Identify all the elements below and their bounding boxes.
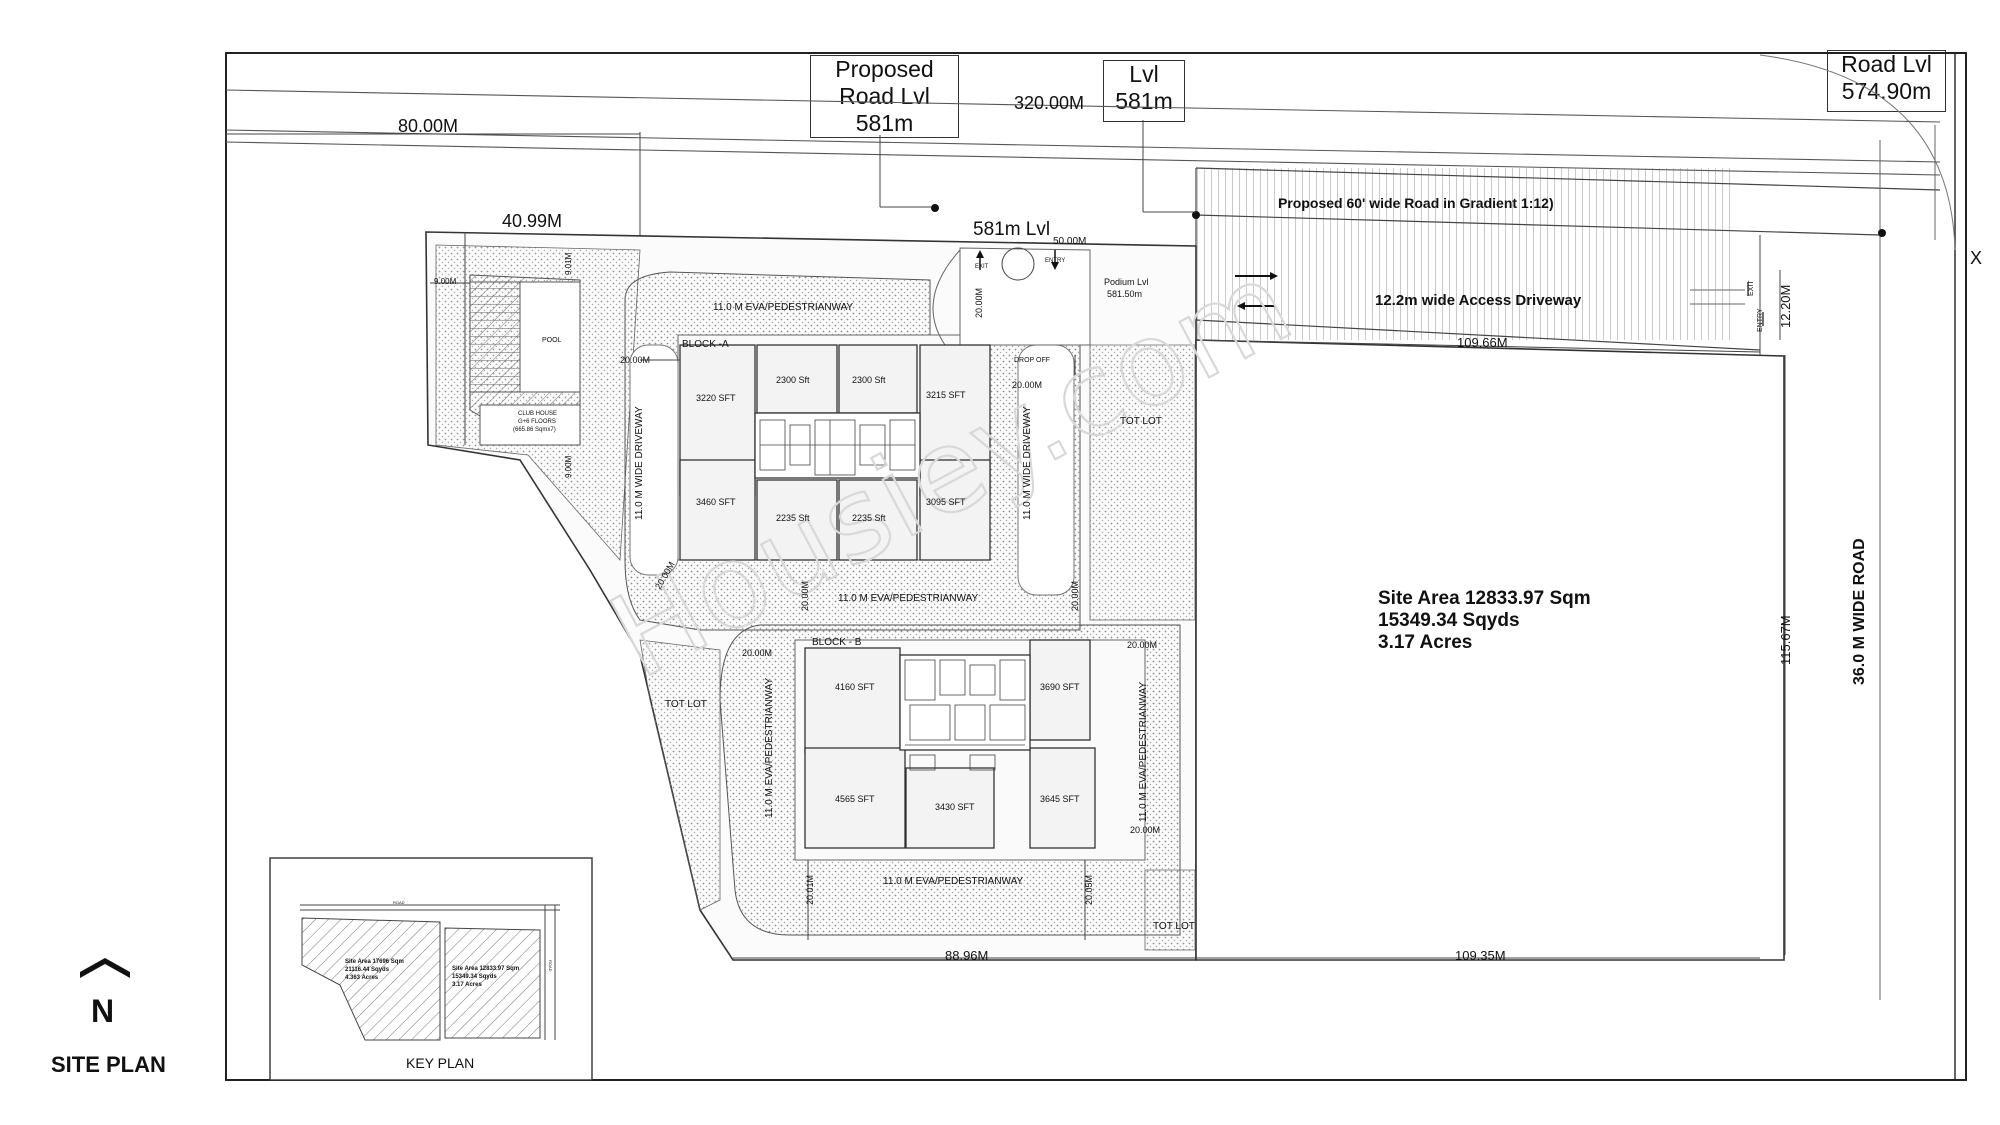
dim-115-67: 115.67M	[1778, 615, 1793, 665]
proposed-road-level-line1: Proposed	[835, 56, 934, 82]
key-area-2-line2: 15349.34 Sqyds	[452, 974, 497, 980]
site-area-line1: Site Area 12833.97 Sqm	[1378, 588, 1591, 609]
eva-mid-label: 11.0 M EVA/PEDESTRIANWAY	[838, 593, 979, 604]
entry-label: ENTRY	[1045, 258, 1065, 264]
key-area-1-line3: 4.363 Acres	[345, 975, 379, 981]
key-area-1-line1: Site Area 17696 Sqm	[345, 959, 404, 965]
dim-9-00-top: 9.00M	[434, 277, 457, 286]
wide-road-label: 36.0 M WIDE ROAD	[1851, 538, 1868, 685]
block-a-building	[679, 344, 991, 561]
north-arrow-icon	[80, 958, 130, 978]
level-581-box: Lvl 581m	[1103, 60, 1185, 122]
block-a-label: BLOCK -A	[682, 339, 729, 350]
dim-9-01: 9.01M	[564, 252, 573, 275]
exit-label: EXIT	[975, 264, 989, 270]
podium-level-line2: 581.50m	[1107, 289, 1142, 299]
dim-88-96: 88.96M	[945, 948, 988, 963]
dim-20-01: 20.01M	[805, 875, 815, 905]
dim-20-a-right: 20.00M	[1012, 380, 1042, 390]
unit-a-2235-2: 2235 Sft	[852, 513, 886, 523]
dim-20-podium: 20.00M	[974, 288, 984, 318]
site-area-line2: 15349.34 Sqyds	[1378, 610, 1520, 631]
drop-off-label: DROP OFF	[1014, 357, 1050, 364]
dim-80: 80.00M	[398, 116, 458, 136]
key-area-2-line3: 3.17 Acres	[452, 982, 482, 988]
block-b-label: BLOCK - B	[812, 637, 862, 648]
key-area-2-line1: Site Area 12833.97 Sqm	[452, 966, 519, 972]
key-plan-title: KEY PLAN	[406, 1055, 474, 1071]
unit-a-2300-2: 2300 Sft	[852, 375, 886, 385]
club-house-line1: CLUB HOUSE	[518, 411, 557, 417]
unit-b-3690: 3690 SFT	[1040, 682, 1080, 692]
site-plan-title: SITE PLAN	[51, 1052, 166, 1077]
unit-a-3215: 3215 SFT	[926, 390, 966, 400]
level-581-line1: Lvl	[1129, 61, 1159, 87]
proposed-road-level-box: Proposed Road Lvl 581m	[810, 55, 959, 138]
dim-20-05: 20.05M	[1084, 875, 1094, 905]
dim-109-35: 109.35M	[1455, 948, 1506, 963]
eva-bottom-label: 11.0 M EVA/PEDESTRIANWAY	[883, 876, 1024, 887]
dim-20-mid-2: 20.00M	[1070, 581, 1080, 611]
site-area-line3: 3.17 Acres	[1378, 632, 1472, 653]
unit-b-4565: 4565 SFT	[835, 794, 875, 804]
x-mark: X	[1970, 248, 1982, 268]
unit-a-3460: 3460 SFT	[696, 497, 736, 507]
key-plan-parcel-2	[444, 927, 541, 1039]
driveway-left-label: 11.0 M WIDE DRIVEWAY	[634, 406, 645, 520]
entry-right: ENTRY	[1757, 308, 1764, 332]
proposed-road-level-line2: Road Lvl	[839, 83, 930, 109]
key-area-1-line2: 21116.44 Sqyds	[345, 967, 390, 973]
dim-320: 320.00M	[1014, 93, 1084, 113]
north-label: N	[91, 993, 114, 1029]
dim-50: 50.00M	[1053, 236, 1086, 247]
key-road-top: ROAD	[393, 900, 405, 905]
unit-b-3430: 3430 SFT	[935, 802, 975, 812]
unit-a-3095: 3095 SFT	[926, 497, 966, 507]
lvl-581-note: 581m Lvl	[973, 219, 1050, 240]
unit-b-3645: 3645 SFT	[1040, 794, 1080, 804]
open-site-area	[1195, 339, 1785, 961]
level-581-line2: 581m	[1115, 88, 1173, 114]
club-house-line2: G+6 FLOORS	[518, 419, 556, 425]
dim-12-20: 12.20M	[1778, 285, 1793, 328]
key-plan-parcel-1	[301, 917, 441, 1041]
dim-9-00-side: 9.00M	[564, 455, 573, 478]
driveway-right-label: 11.0 M WIDE DRIVEWAY	[1022, 406, 1033, 520]
tot-lot-2: TOT LOT	[665, 699, 707, 710]
unit-a-3220: 3220 SFT	[696, 393, 736, 403]
block-b-building	[804, 639, 1096, 849]
exit-right: EXIT	[1748, 280, 1755, 296]
eva-right-b-label: 11.0 M EVA/PEDESTRIANWAY	[1138, 681, 1149, 822]
unit-a-2300-1: 2300 Sft	[776, 375, 810, 385]
drawing-frame	[225, 52, 1967, 1081]
unit-a-2235-1: 2235 Sft	[776, 513, 810, 523]
road-level-box: Road Lvl 574.90m	[1827, 50, 1946, 112]
eva-left-b-label: 11.0 M EVA/PEDESTRIANWAY	[764, 677, 775, 818]
tot-lot-3: TOT LOT	[1153, 921, 1195, 932]
club-house-line3: (665.86 Sqmx7)	[513, 427, 556, 433]
dim-20-mid-1: 20.00M	[800, 581, 810, 611]
dim-20-b-left: 20.00M	[742, 648, 772, 658]
proposed-road-hatch	[1196, 168, 1736, 340]
proposed-road-label: Proposed 60' wide Road in Gradient 1:12)	[1278, 195, 1554, 211]
key-road-side: ROAD	[548, 960, 553, 972]
pool-label: POOL	[542, 337, 562, 344]
podium-level-line1: Podium Lvl	[1104, 277, 1149, 287]
dim-109-66: 109.66M	[1457, 335, 1508, 350]
eva-top-label: 11.0 M EVA/PEDESTRIANWAY	[713, 302, 854, 313]
tot-lot-1: TOT LOT	[1120, 416, 1162, 427]
unit-b-4160: 4160 SFT	[835, 682, 875, 692]
road-level-line1: Road Lvl	[1841, 51, 1932, 77]
dim-20-a-left: 20.00M	[620, 355, 650, 365]
dim-20-b-right-2: 20.00M	[1130, 825, 1160, 835]
access-driveway-label: 12.2m wide Access Driveway	[1375, 292, 1582, 309]
dim-20-b-right: 20.00M	[1127, 640, 1157, 650]
proposed-road-level-line3: 581m	[855, 110, 914, 136]
dim-40-99: 40.99M	[502, 211, 562, 231]
